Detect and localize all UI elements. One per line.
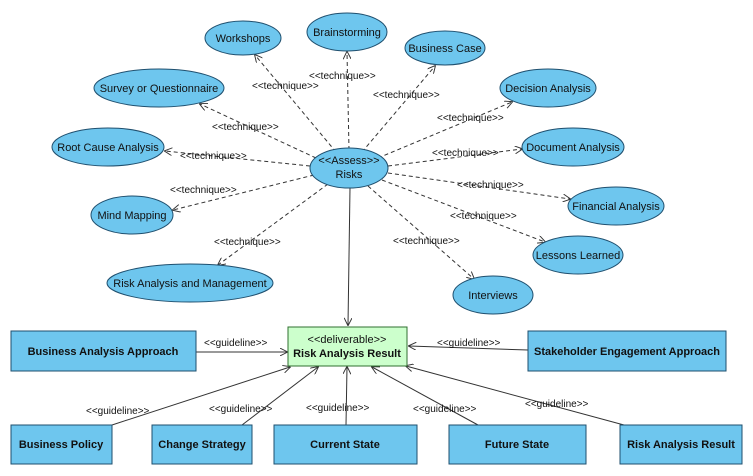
deliverable-stereotype: <<deliverable>> (308, 334, 387, 346)
assess-stereotype: <<Assess>> (318, 155, 379, 167)
technique-name: Survey or Questionnaire (100, 83, 219, 95)
edge-interviews (367, 185, 474, 279)
technique-node[interactable]: Lessons Learned (532, 235, 624, 275)
guideline-box[interactable]: Risk Analysis Result (619, 424, 743, 465)
guideline-name: Current State (310, 439, 380, 451)
technique-name: Workshops (216, 33, 271, 45)
technique-name: Risk Analysis and Management (113, 278, 266, 290)
assess-name: Risks (336, 169, 363, 181)
guideline-label: <<guideline>> (86, 406, 150, 417)
edge-risks-to-deliverable (348, 187, 350, 325)
technique-name: Lessons Learned (536, 250, 620, 262)
guideline-label: <<guideline>> (413, 404, 477, 415)
guideline-box[interactable]: Stakeholder Engagement Approach (527, 330, 727, 372)
technique-name: Brainstorming (313, 27, 381, 39)
technique-label: <<technique>> (212, 122, 279, 133)
technique-name: Financial Analysis (572, 201, 660, 213)
guideline-label: <<guideline>> (204, 338, 268, 349)
guideline-edges (111, 346, 625, 426)
guideline-label: <<guideline>> (525, 399, 589, 410)
guideline-label: <<guideline>> (437, 338, 501, 349)
technique-node[interactable]: Mind Mapping (90, 195, 174, 235)
edge-guideline-policy (111, 367, 290, 426)
technique-name: Interviews (468, 290, 518, 302)
guideline-name: Business Analysis Approach (28, 346, 179, 358)
edge-mind-mapping (173, 174, 315, 210)
guideline-name: Business Policy (19, 439, 104, 451)
guideline-label: <<guideline>> (306, 403, 370, 414)
edge-financial-analysis (387, 172, 570, 199)
technique-label: <<technique>> (214, 237, 281, 248)
edge-risk-analysis-management (218, 183, 329, 265)
technique-name: Document Analysis (526, 142, 620, 154)
guideline-box[interactable]: Business Policy (10, 424, 113, 465)
edge-guideline-current (346, 367, 347, 426)
guideline-nodes: Business Analysis Approach Stakeholder E… (10, 330, 743, 465)
guideline-box[interactable]: Future State (448, 424, 587, 465)
edge-lessons-learned (381, 179, 545, 242)
edge-guideline-future (372, 367, 479, 426)
technique-label: <<technique>> (373, 90, 440, 101)
technique-node[interactable]: Risk Analysis and Management (106, 263, 274, 303)
technique-node[interactable]: Workshops (204, 20, 282, 56)
technique-name: Root Cause Analysis (57, 142, 159, 154)
edge-survey (200, 104, 317, 159)
technique-node[interactable]: Interviews (452, 275, 534, 315)
technique-label: <<technique>> (170, 185, 237, 196)
edge-guideline-sea (409, 346, 529, 351)
guideline-label: <<guideline>> (209, 404, 273, 415)
edge-brainstorming (347, 52, 349, 151)
edge-root-cause (165, 151, 311, 167)
technique-node[interactable]: Root Cause Analysis (51, 127, 165, 167)
technique-name: Business Case (408, 43, 481, 55)
technique-name: Mind Mapping (97, 210, 166, 222)
guideline-name: Future State (485, 439, 549, 451)
edge-guideline-change (241, 367, 318, 426)
technique-name: Decision Analysis (505, 83, 591, 95)
guideline-name: Change Strategy (158, 439, 246, 451)
technique-label: <<technique>> (437, 113, 504, 124)
technique-label: <<technique>> (252, 81, 319, 92)
guideline-box[interactable]: Business Analysis Approach (10, 330, 197, 372)
edge-document-analysis (387, 149, 522, 167)
technique-node[interactable]: Survey or Questionnaire (93, 68, 225, 108)
guideline-box[interactable]: Current State (273, 424, 418, 465)
edge-guideline-risk-result (406, 366, 625, 426)
deliverable-name: Risk Analysis Result (293, 348, 401, 360)
assess-risks-node[interactable]: <<Assess>> Risks (309, 147, 389, 189)
guideline-name: Risk Analysis Result (627, 439, 735, 451)
technique-node[interactable]: Business Case (404, 30, 486, 66)
technique-labels: <<technique>> <<technique>> <<technique>… (170, 71, 524, 248)
guideline-box[interactable]: Change Strategy (151, 424, 253, 465)
edge-business-case (361, 66, 435, 153)
deliverable-node[interactable]: <<deliverable>> Risk Analysis Result (287, 326, 408, 367)
technique-label: <<technique>> (450, 211, 517, 222)
technique-label: <<technique>> (309, 71, 376, 82)
technique-label: <<technique>> (432, 148, 499, 159)
edge-workshops (255, 55, 337, 153)
technique-node[interactable]: Brainstorming (306, 12, 388, 52)
technique-node[interactable]: Decision Analysis (499, 68, 597, 108)
technique-nodes: Workshops Brainstorming Business Case De… (51, 12, 665, 315)
technique-label: <<technique>> (393, 236, 460, 247)
guideline-name: Stakeholder Engagement Approach (534, 346, 720, 358)
technique-node[interactable]: Financial Analysis (567, 186, 665, 226)
technique-label: <<technique>> (457, 180, 524, 191)
technique-label: <<technique>> (180, 151, 247, 162)
technique-edges (165, 52, 570, 279)
guideline-labels: <<guideline>> <<guideline>> <<guideline>… (86, 338, 589, 417)
edge-decision-analysis (377, 102, 512, 159)
technique-node[interactable]: Document Analysis (521, 127, 625, 167)
